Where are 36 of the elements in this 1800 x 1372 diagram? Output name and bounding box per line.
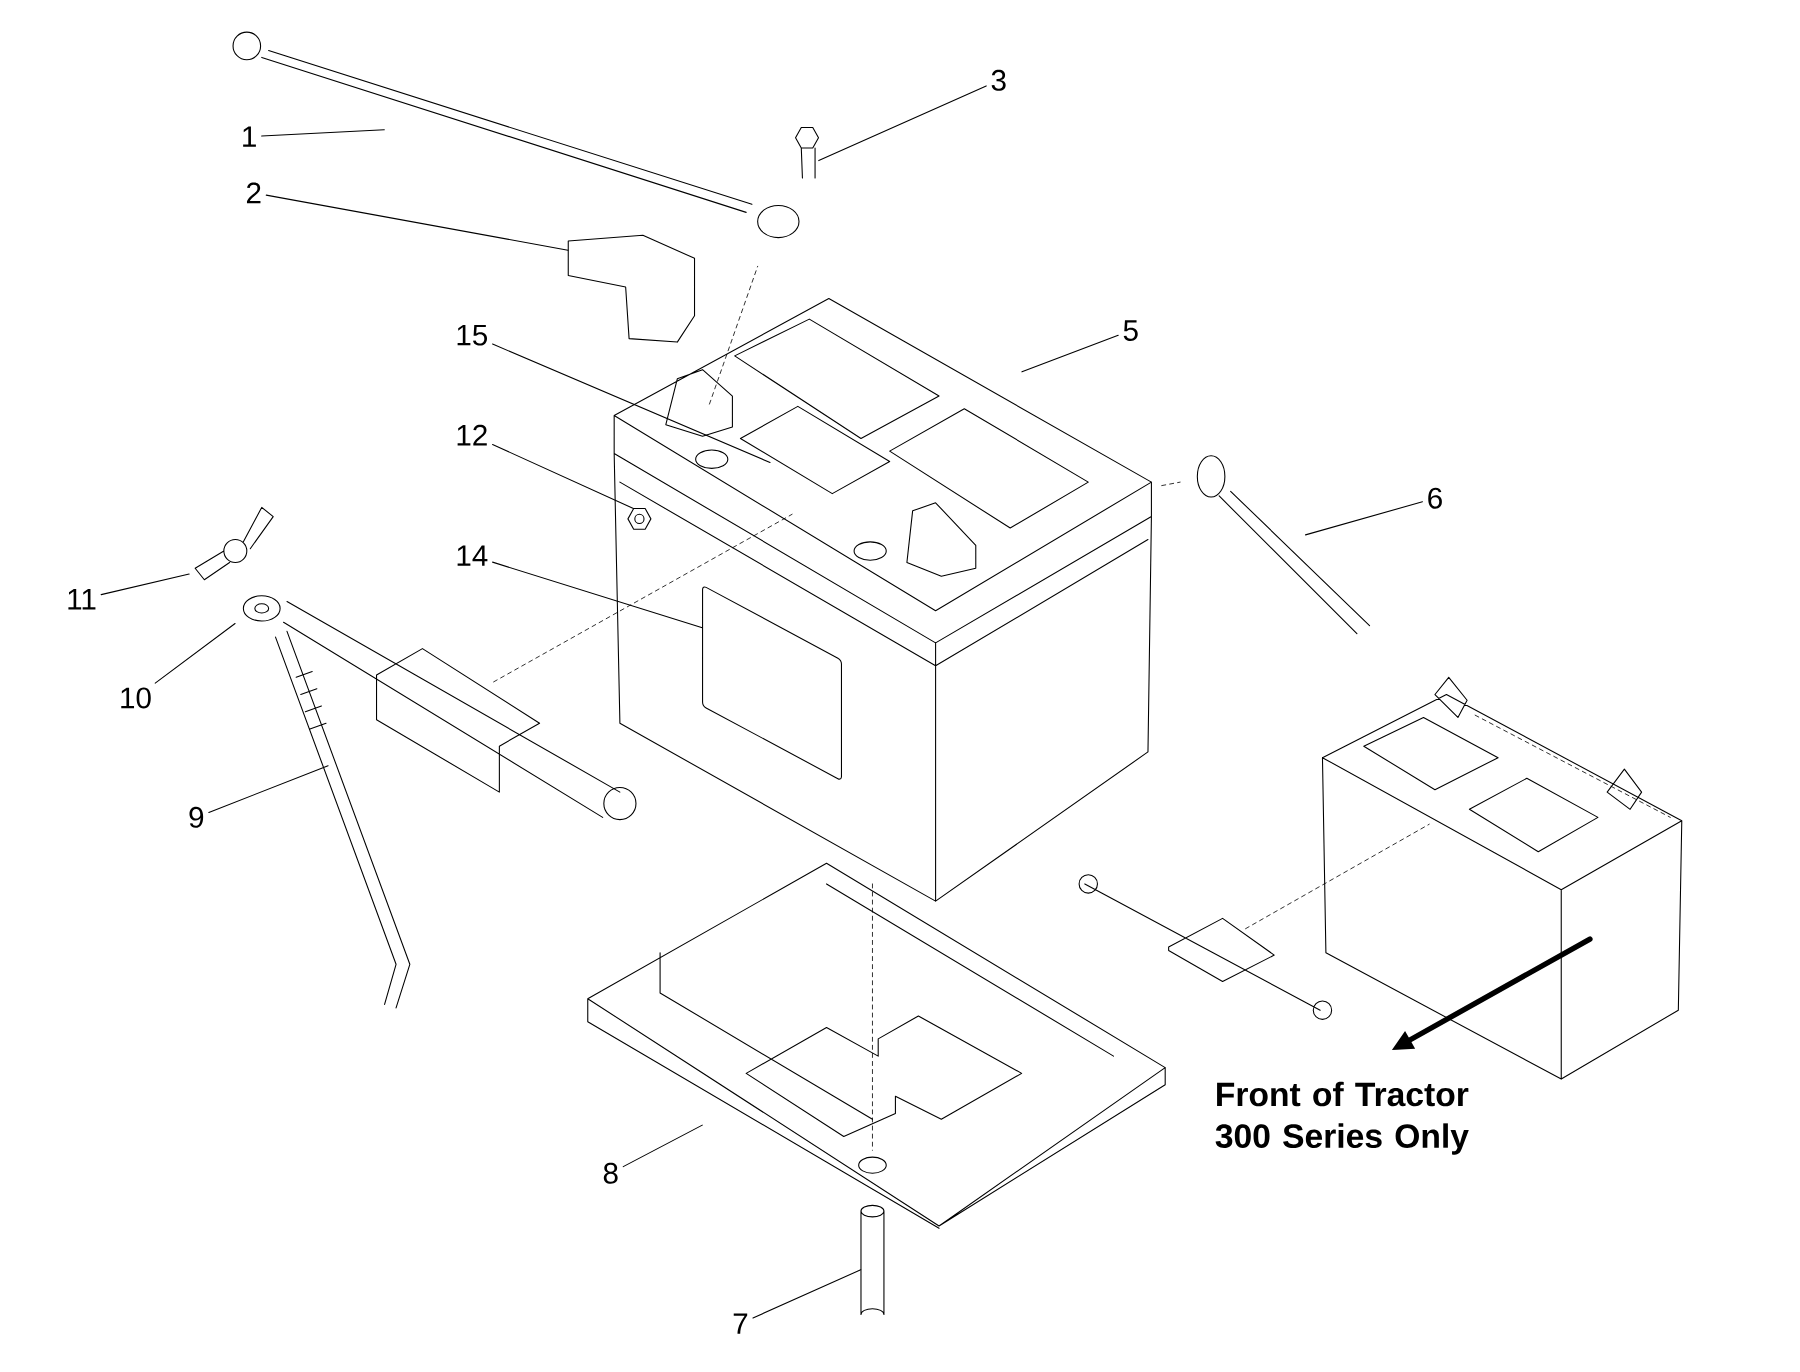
callout-number: 11 bbox=[68, 589, 96, 610]
leader-line bbox=[154, 623, 236, 684]
leader-line bbox=[752, 1269, 862, 1319]
cable-drawing bbox=[1196, 455, 1371, 635]
leader-line bbox=[1304, 501, 1423, 536]
callout-number: 14 bbox=[457, 545, 488, 566]
bolt-drawing bbox=[795, 126, 820, 179]
callout-number: 6 bbox=[1428, 487, 1442, 509]
callout-number: 9 bbox=[189, 806, 204, 828]
callout-number: 7 bbox=[733, 1313, 748, 1334]
label-plate bbox=[702, 586, 842, 780]
leader-line bbox=[492, 444, 634, 510]
battery-drawing bbox=[613, 298, 1152, 902]
callout-number: 15 bbox=[457, 324, 487, 346]
rod-drawing bbox=[274, 630, 411, 1009]
leader-line bbox=[100, 573, 190, 596]
note-text: Front of Tractor 300 Series Only bbox=[1215, 1081, 1469, 1155]
leader-line bbox=[208, 765, 329, 814]
leader-line bbox=[818, 85, 987, 162]
callout-number: 3 bbox=[991, 69, 1006, 91]
leader-line bbox=[1021, 334, 1119, 373]
washer-drawing bbox=[242, 595, 281, 622]
leader-line bbox=[492, 561, 703, 629]
leader-line bbox=[622, 1124, 703, 1168]
leader-line bbox=[265, 194, 569, 251]
tray-drawing bbox=[587, 862, 1166, 1229]
leader-line bbox=[492, 343, 771, 464]
hold-down-drawing bbox=[283, 601, 637, 821]
cable-drawing bbox=[232, 31, 800, 239]
callout-number: 10 bbox=[121, 687, 151, 709]
wing-nut-drawing bbox=[194, 506, 274, 581]
leader-line bbox=[261, 129, 385, 137]
terminal-cover-drawing bbox=[567, 234, 696, 343]
callout-number: 12 bbox=[457, 424, 487, 446]
spacer-drawing bbox=[860, 1204, 885, 1316]
vent-strip-drawing bbox=[739, 405, 891, 495]
